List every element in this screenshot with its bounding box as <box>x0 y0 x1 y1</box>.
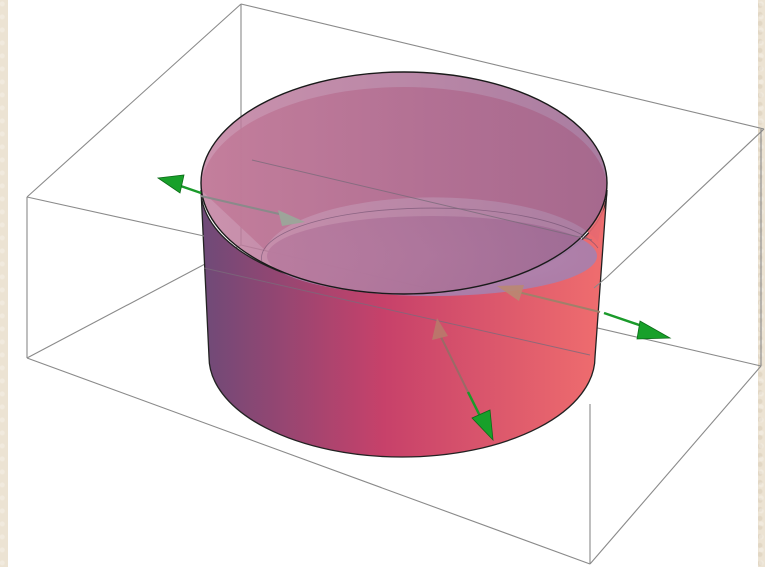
bounding-box-internal <box>203 159 593 356</box>
cylinder-top-rim <box>200 71 608 295</box>
bounding-box-front <box>26 3 765 565</box>
normal-vector-arrows <box>156 174 672 442</box>
normal-vector-arrow <box>497 285 672 340</box>
normal-vector-arrow <box>432 318 494 442</box>
normal-vector-arrow <box>156 174 305 226</box>
inner-base-edge <box>261 207 599 263</box>
